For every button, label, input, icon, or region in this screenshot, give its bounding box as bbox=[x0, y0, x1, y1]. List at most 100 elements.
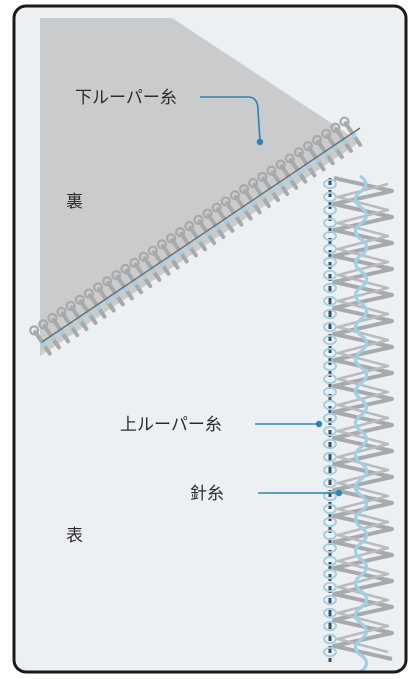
lower-looper-loop bbox=[129, 257, 140, 268]
needle-loop bbox=[323, 230, 337, 242]
lower-looper-loop bbox=[29, 325, 40, 336]
lower-looper-loop bbox=[266, 165, 277, 176]
lower-looper-loop bbox=[257, 171, 268, 182]
lower-looper-loop bbox=[156, 239, 168, 250]
needle-loop bbox=[323, 607, 337, 619]
lower-looper-loop bbox=[211, 202, 222, 213]
lower-looper-knot bbox=[241, 206, 248, 212]
needle-loop bbox=[323, 360, 337, 372]
lower-looper-knot bbox=[68, 323, 74, 329]
lower-looper-loop bbox=[92, 282, 104, 293]
lower-looper-knot bbox=[250, 200, 257, 206]
needle-loop bbox=[323, 503, 337, 515]
lower-looper-knot bbox=[351, 133, 357, 139]
needle-loop bbox=[323, 308, 337, 320]
needle-loop bbox=[323, 490, 337, 502]
lower-looper-loop bbox=[47, 313, 58, 324]
needle-loop bbox=[323, 412, 337, 424]
fold-edge bbox=[41, 127, 361, 343]
leader-lines bbox=[200, 96, 343, 497]
lower-looper-loop bbox=[184, 220, 195, 232]
leader-needle-dot bbox=[335, 489, 343, 497]
needle-loop bbox=[323, 282, 337, 294]
lower-looper-knot bbox=[232, 212, 238, 219]
lower-looper-loop bbox=[238, 184, 250, 195]
upper-looper-zigzag-line bbox=[332, 176, 394, 661]
lower-looper-loop bbox=[229, 190, 241, 201]
needle-thread-loops bbox=[323, 178, 337, 658]
lower-looper-knot bbox=[50, 335, 56, 341]
lower-looper-knot bbox=[41, 341, 47, 348]
lower-looper-knot bbox=[269, 188, 275, 194]
needle-loop bbox=[323, 243, 337, 255]
needle-loop bbox=[323, 568, 337, 580]
needle-loop bbox=[323, 321, 337, 333]
leader-upper-looper-dot bbox=[315, 420, 323, 428]
lower-looper-loop bbox=[74, 294, 85, 305]
needle-loop bbox=[323, 373, 337, 385]
lower-looper-knot bbox=[114, 292, 120, 298]
lower-looper-knot bbox=[104, 298, 111, 305]
needle-loop bbox=[323, 581, 337, 593]
lower-looper-knot bbox=[86, 311, 92, 317]
needle-loop bbox=[323, 347, 337, 359]
lower-looper-loop bbox=[330, 122, 341, 133]
needle-loop bbox=[323, 633, 337, 645]
lower-looper-knot bbox=[223, 219, 229, 225]
lower-looper-thread-label: 下ルーパー糸 bbox=[75, 88, 177, 108]
lower-looper-knot bbox=[287, 176, 293, 182]
upper-looper-zigzag-line bbox=[336, 182, 390, 654]
needle-loop bbox=[323, 646, 337, 658]
needle-loop bbox=[323, 191, 337, 203]
lower-looper-knot bbox=[159, 262, 165, 268]
lower-looper-knot bbox=[278, 182, 284, 188]
needle-loop bbox=[323, 178, 337, 190]
lower-looper-loop bbox=[83, 288, 95, 299]
needle-loop bbox=[323, 477, 337, 489]
lower-looper-loop bbox=[111, 270, 122, 281]
needle-loop bbox=[323, 594, 337, 606]
needle-loop bbox=[323, 204, 337, 216]
lower-looper-loop bbox=[138, 251, 149, 262]
lower-looper-knot bbox=[323, 151, 330, 157]
lower-looper-knot bbox=[196, 237, 202, 243]
lower-looper-loop bbox=[321, 128, 332, 139]
needle-loop bbox=[323, 620, 337, 632]
lower-looper-loop bbox=[339, 116, 350, 127]
lower-looper-loop bbox=[220, 196, 231, 207]
lower-looper-loop bbox=[248, 177, 259, 189]
front-side-label: 表 bbox=[66, 526, 83, 546]
lower-looper-loop bbox=[293, 147, 304, 158]
needle-loop bbox=[323, 217, 337, 229]
lower-looper-loop bbox=[275, 159, 286, 170]
leader-lower-looper bbox=[200, 96, 261, 142]
needle-thread-label: 針糸 bbox=[190, 484, 224, 504]
needle-loop bbox=[323, 425, 337, 437]
lower-looper-loop bbox=[302, 141, 314, 152]
lower-looper-knot bbox=[123, 286, 129, 292]
lower-looper-loop bbox=[284, 153, 295, 164]
lower-looper-thread-stitches bbox=[29, 116, 363, 356]
upper-looper-thread-chain bbox=[353, 174, 369, 672]
upper-looper-zigzag bbox=[332, 176, 394, 661]
needle-loop bbox=[323, 464, 337, 476]
lower-looper-knot bbox=[150, 268, 156, 274]
lower-looper-knot bbox=[205, 231, 211, 237]
needle-loop bbox=[323, 269, 337, 281]
lower-looper-loop bbox=[175, 227, 186, 238]
lower-looper-knot bbox=[187, 243, 193, 249]
lower-looper-knot bbox=[141, 274, 147, 280]
needle-loop bbox=[323, 516, 337, 528]
lower-looper-loop bbox=[311, 134, 323, 146]
lower-looper-loop bbox=[147, 245, 158, 256]
lower-looper-loop bbox=[65, 300, 76, 311]
lower-looper-knot bbox=[333, 145, 339, 151]
lower-looper-knot bbox=[260, 194, 266, 200]
back-side-label: 裏 bbox=[66, 192, 83, 212]
lower-looper-knot bbox=[77, 317, 83, 323]
lower-looper-loop bbox=[120, 263, 131, 275]
lower-looper-knot bbox=[314, 157, 321, 163]
lower-looper-loop bbox=[165, 233, 177, 244]
